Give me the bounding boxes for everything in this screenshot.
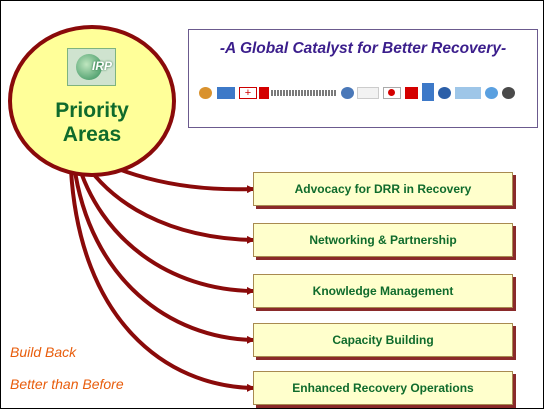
irp-logo-text: IRP xyxy=(91,59,112,73)
partner-logo-icon xyxy=(217,87,235,99)
irp-logo: IRP xyxy=(67,48,116,86)
catalyst-banner: -A Global Catalyst for Better Recovery- … xyxy=(188,29,538,128)
partner-logo-icon xyxy=(485,87,498,99)
partner-logo-icon xyxy=(422,83,434,101)
partner-logo-icon: + xyxy=(239,87,257,99)
partner-logo-icon xyxy=(259,87,269,99)
partner-logo-icon xyxy=(455,87,481,99)
area-box-knowledge-management: Knowledge Management xyxy=(253,274,513,308)
slogan-line1: Build Back xyxy=(10,344,77,360)
partner-logo-icon xyxy=(199,87,212,99)
arrow-capacity xyxy=(72,164,255,344)
partner-logos-strip: + xyxy=(199,83,529,101)
arrow-knowledge xyxy=(75,159,255,295)
area-box-capacity-building: Capacity Building xyxy=(253,323,513,357)
area-box-advocacy: Advocacy for DRR in Recovery xyxy=(253,172,513,206)
area-box-recovery-operations: Enhanced Recovery Operations xyxy=(253,371,513,405)
partner-logo-icon xyxy=(271,90,337,96)
arrow-operations xyxy=(69,169,255,392)
partner-logo-icon xyxy=(438,87,451,99)
priority-title-line2: Areas xyxy=(62,123,122,146)
partner-logo-icon xyxy=(502,87,515,99)
partner-logo-icon xyxy=(388,89,395,96)
catalyst-tagline: -A Global Catalyst for Better Recovery- xyxy=(219,40,507,57)
area-box-networking: Networking & Partnership xyxy=(253,223,513,257)
priority-title-line1: Priority xyxy=(55,99,129,122)
priority-areas-oval xyxy=(8,25,176,177)
slogan-line2: Better than Before xyxy=(10,376,124,392)
globe-icon xyxy=(76,54,102,80)
partner-logo-icon xyxy=(405,87,418,99)
partner-logo-icon xyxy=(341,87,354,99)
partner-logo-icon xyxy=(357,87,379,99)
